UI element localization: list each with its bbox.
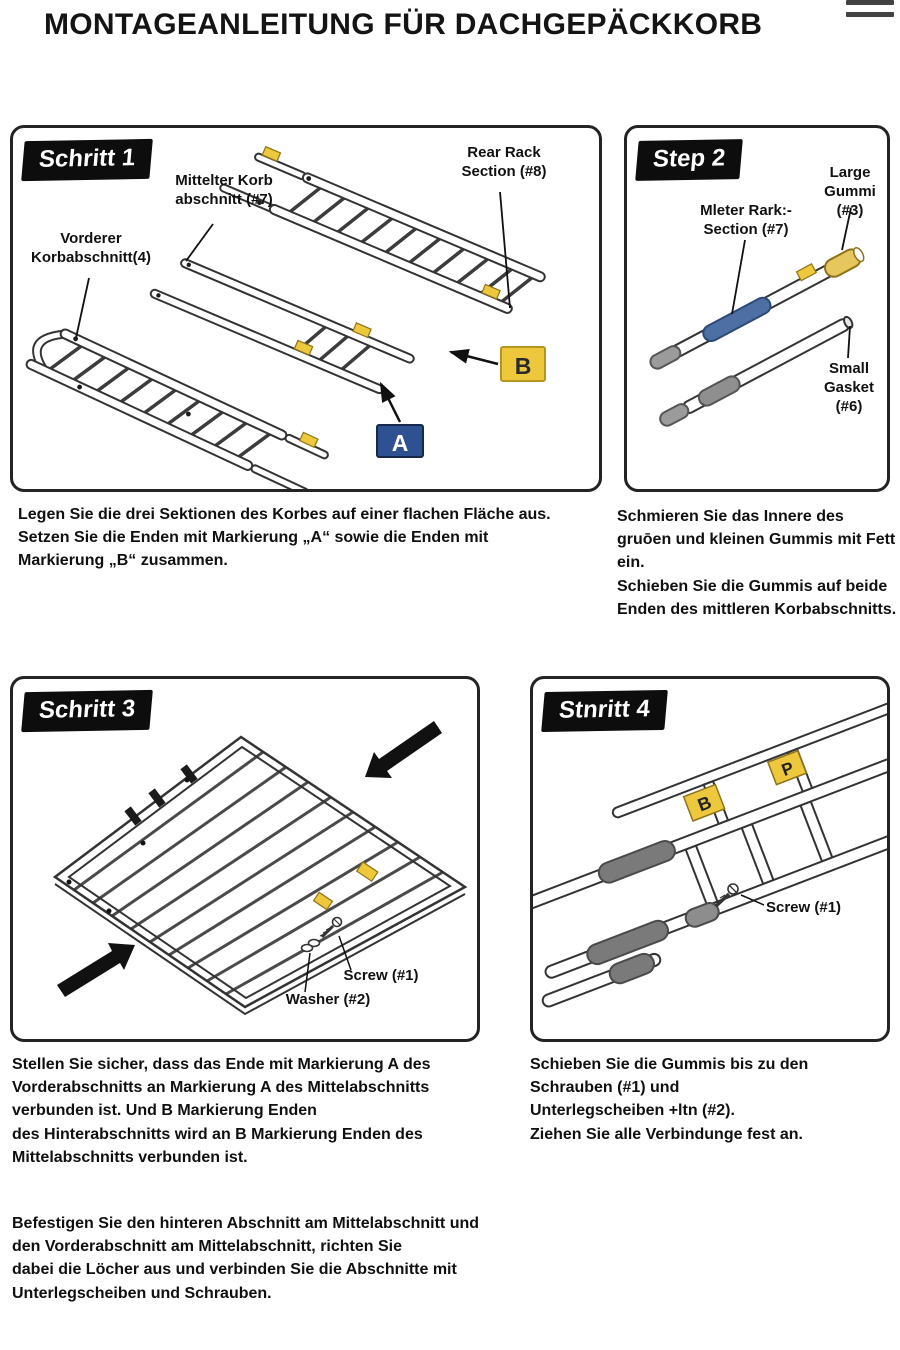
page-title: MONTAGEANLEITUNG FÜR DACHGEPÄCKKORB <box>44 8 763 41</box>
step2-panel: Step 2 Mleter Rark:- Section (#7) Large … <box>624 125 890 492</box>
middle-tube-lower <box>659 315 854 427</box>
text-line: Ziehen Sie alle Verbindunge fest an. <box>530 1125 803 1143</box>
marker-tag <box>355 861 379 883</box>
step3-panel: Schritt 3 Screw (#1) Washer (#2) <box>10 676 480 1042</box>
text-line: Large <box>829 164 871 181</box>
menu-icon <box>846 0 894 24</box>
step2-label: Step 2 <box>635 139 743 181</box>
text-line: Vorderer <box>60 230 122 247</box>
step4-diagram: B P <box>533 698 887 1008</box>
text-line: Schrauben (#1) und <box>530 1079 680 1097</box>
leader-front <box>75 277 90 339</box>
leader-rear <box>499 191 511 309</box>
front-rack-section <box>25 328 329 489</box>
callout-middle-section: Mittelter Korb abschnitt (#7) <box>165 172 283 210</box>
screw-glyph <box>714 883 739 908</box>
step3-label: Schritt 3 <box>21 689 153 733</box>
text-line: verbunden ist. Und B Markierung Enden <box>12 1102 317 1120</box>
text-line: Gummi (#3) <box>824 182 876 219</box>
step1-label: Schritt 1 <box>21 138 153 182</box>
tag-p: P <box>766 749 808 786</box>
middle-rack-section <box>149 258 415 395</box>
step1-diagram <box>25 145 546 489</box>
callout-front-section: Vorderer Korbabschnitt(4) <box>29 230 153 268</box>
text-line: Korbabschnitt(4) <box>31 248 151 266</box>
menu-bar <box>846 12 894 17</box>
text-line: Setzen Sie die Enden mit Markierung „A“ … <box>18 529 489 547</box>
text-line: des Hinterabschnitts wird an B Markierun… <box>12 1125 423 1143</box>
text-line: Rear Rack <box>467 144 541 161</box>
text-line: Befestigen Sie den hinteren Abschnitt am… <box>12 1215 480 1232</box>
leader-screw <box>338 935 352 971</box>
text-line: gruōen und kleinen Gummis mit Fett <box>617 531 896 549</box>
arrow-to-b-joint <box>448 349 499 366</box>
step2-diagram <box>649 207 865 427</box>
marker-badge-b: B <box>500 346 546 382</box>
step3-instructions-b: Befestigen Sie den hinteren Abschnitt am… <box>12 1212 502 1305</box>
callout-screw: Screw (#1) <box>766 899 862 918</box>
callout-rear-section: Rear Rack Section (#8) <box>449 144 559 182</box>
leader-large-gummi <box>841 207 852 251</box>
step1-panel: Schritt 1 Vorderer Korbabschnitt(4) Mitt… <box>10 125 602 492</box>
step4-label: Stnritt 4 <box>541 689 668 733</box>
clamp <box>124 806 142 826</box>
step4-instructions: Schieben Sie die Gummis bis zu den Schra… <box>530 1053 875 1146</box>
bottom-tube <box>541 952 662 1008</box>
text-line: Schmieren Sie das Innere des <box>617 508 844 525</box>
text-line: Gasket (#6) <box>823 378 875 415</box>
text-line: Screw (#1) <box>343 967 419 984</box>
arrow-bottom <box>57 943 135 997</box>
text-line: ein. <box>617 554 645 572</box>
callout-small-gasket: Small Gasket (#6) <box>809 360 889 416</box>
text-line: Schieben Sie die Gummis auf beide <box>617 577 888 595</box>
step3-diagram <box>52 721 468 1016</box>
arrow-top <box>365 721 442 778</box>
arrow-to-a-joint <box>379 381 402 423</box>
screw-glyph <box>319 916 343 939</box>
callout-large-gummi: Large Gummi (#3) <box>813 164 887 220</box>
leader-middle-section <box>731 239 746 315</box>
leader-screw <box>740 894 765 906</box>
middle-tube-upper <box>649 246 865 370</box>
text-line: Vorderabschnitts an Markierung A des Mit… <box>12 1079 430 1097</box>
text-line: abschnitt (#7) <box>175 190 273 208</box>
callout-middle-rack-section: Mleter Rark:- Section (#7) <box>681 202 811 240</box>
leader-small-gasket <box>847 325 851 359</box>
assembled-rack <box>52 735 468 1016</box>
leader-middle <box>185 223 214 262</box>
step4-panel: B P Stnritt 4 Screw (#1) <box>530 676 890 1042</box>
step3-instructions-a: Stellen Sie sicher, dass das Ende mit Ma… <box>12 1053 482 1169</box>
text-line: Legen Sie die drei Sektionen des Korbes … <box>18 506 551 523</box>
text-line: dabei die Löcher aus und verbinden Sie d… <box>12 1261 457 1279</box>
step2-instructions: Schmieren Sie das Innere des gruōen und … <box>617 505 897 621</box>
text-line: Unterlegscheiben und Schrauben. <box>12 1284 272 1302</box>
callout-washer: Washer (#2) <box>275 991 381 1010</box>
clamp <box>148 788 166 808</box>
leader-washer <box>304 952 311 993</box>
text-line: Enden des mittleren Korbabschnitts. <box>617 600 897 618</box>
text-line: Mittelter Korb <box>175 172 273 189</box>
text-line: Section (#8) <box>461 162 547 180</box>
text-line: Section (#7) <box>703 220 789 238</box>
text-line: Screw (#1) <box>766 899 842 916</box>
text-line: Schieben Sie die Gummis bis zu den <box>530 1056 809 1073</box>
step1-instructions: Legen Sie die drei Sektionen des Korbes … <box>18 503 598 573</box>
menu-bar <box>846 0 894 5</box>
rear-rack-section <box>219 145 546 314</box>
text-line: Markierung „B“ zusammen. <box>18 552 228 570</box>
marker-badge-a: A <box>376 424 424 458</box>
rack-closeup: B P <box>533 698 887 979</box>
washer-glyph <box>300 938 321 953</box>
callout-screw: Screw (#1) <box>335 967 427 986</box>
marker-tag <box>312 891 334 911</box>
text-line: Unterlegscheiben +ltn (#2). <box>530 1102 735 1120</box>
text-line: Stellen Sie sicher, dass das Ende mit Ma… <box>12 1056 431 1073</box>
text-line: Washer (#2) <box>285 991 371 1008</box>
text-line: den Vorderabschnitt am Mittelabschnitt, … <box>12 1238 402 1256</box>
text-line: Mittelabschnitts verbunden ist. <box>12 1148 248 1166</box>
tag-b: B <box>682 783 726 822</box>
clamp <box>180 764 198 784</box>
text-line: Small <box>828 360 870 377</box>
text-line: Mleter Rark:- <box>700 202 792 219</box>
